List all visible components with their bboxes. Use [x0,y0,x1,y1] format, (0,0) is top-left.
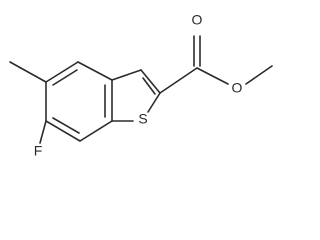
bond-c3a-c4 [77,61,113,81]
double-bond-c3-c2 [142,77,156,95]
bond-c5-methyl [9,61,47,83]
bond-c2-s1 [147,92,161,113]
substituents [9,61,47,144]
double-bond-c4-c5 [52,69,78,86]
fluorine-atom-label: F [34,143,43,159]
double-bond-c6-c7 [52,117,80,134]
chemical-structure-diagram: S F O O [9,12,273,159]
ester-oxygen-label: O [232,80,243,96]
bond-oester-methyl [245,65,273,85]
bond-c3a-c3 [111,69,142,81]
thiophene-ring [111,69,161,122]
bond-c2-ccarbonyl [159,67,198,94]
carbonyl-oxygen-label: O [192,12,203,28]
bond-c-oester [196,67,229,85]
bond-c6-f [39,120,47,144]
ester-group [159,35,273,94]
sulfur-atom-label: S [138,111,147,127]
bond-c6-c7 [45,120,81,142]
benzene-ring [45,61,113,142]
bond-c7-c7a [79,120,113,142]
bond-c4-c5 [45,61,79,83]
bond-c3-c2 [140,69,161,94]
